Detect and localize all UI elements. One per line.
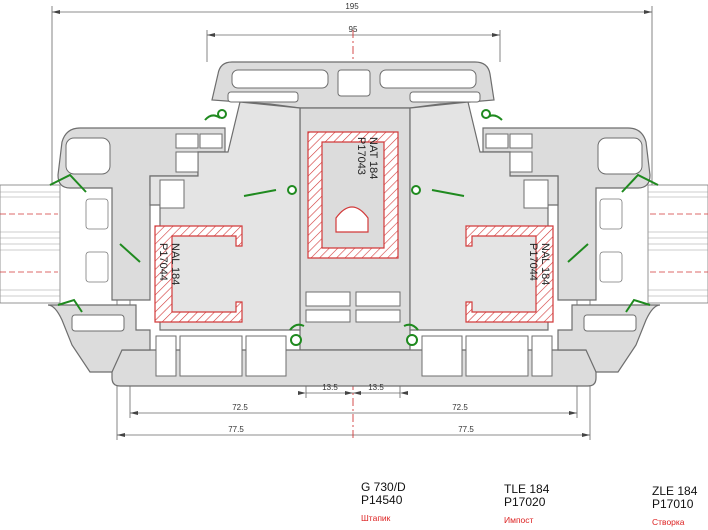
legend-name: Створка	[652, 517, 685, 527]
dim-left-mid-label: 72.5	[232, 403, 248, 412]
reinforcement-center-line1: NAT 184	[367, 137, 379, 179]
dim-right-offset-label: 13.5	[368, 383, 384, 392]
glass-unit-left	[0, 184, 61, 304]
legend-article: P17020	[504, 495, 546, 509]
glass-unit-right	[647, 184, 708, 304]
legend-name: Импост	[504, 515, 534, 525]
reinforcement-center-line2: P17043	[355, 137, 367, 175]
dim-inner-label: 95	[349, 25, 358, 34]
reinforcement-left-label: NAL 184 P17044	[157, 243, 181, 285]
dim-left-full-label: 77.5	[228, 425, 244, 434]
reinforcement-right-label: NAL 184 P17044	[527, 243, 551, 285]
legend-code: TLE 184	[504, 482, 550, 496]
glass-spacers	[85, 198, 623, 283]
legend-article: P17010	[652, 497, 694, 511]
legend-article: P14540	[361, 493, 403, 507]
dim-left-offset-label: 13.5	[322, 383, 338, 392]
reinforcement-center-label: NAT 184 P17043	[355, 137, 379, 179]
reinforcement-right-line1: NAL 184	[539, 243, 551, 285]
reinforcement-right-line2: P17044	[527, 243, 539, 281]
reinforcement-left	[154, 225, 243, 323]
reinforcement-left-line2: P17044	[157, 243, 169, 281]
legend-code: G 730/D	[361, 480, 406, 494]
dim-overall-label: 195	[345, 2, 359, 11]
legend-glazing-bead: G 730/D P14540 Штапик	[361, 481, 406, 525]
legend-impost: TLE 184 P17020 Импост	[504, 483, 549, 527]
reinforcement-center	[307, 131, 399, 259]
dim-right-full-label: 77.5	[458, 425, 474, 434]
legend-code: ZLE 184	[652, 484, 698, 498]
reinforcement-right	[465, 225, 554, 323]
legend-sash: ZLE 184 P17010 Створка	[652, 485, 697, 529]
profile-chambers	[65, 69, 643, 377]
dim-right-mid-label: 72.5	[452, 403, 468, 412]
reinforcement-left-line1: NAL 184	[169, 243, 181, 285]
legend-name: Штапик	[361, 513, 391, 523]
dimension-ticks	[52, 10, 652, 437]
gaskets	[49, 109, 659, 346]
